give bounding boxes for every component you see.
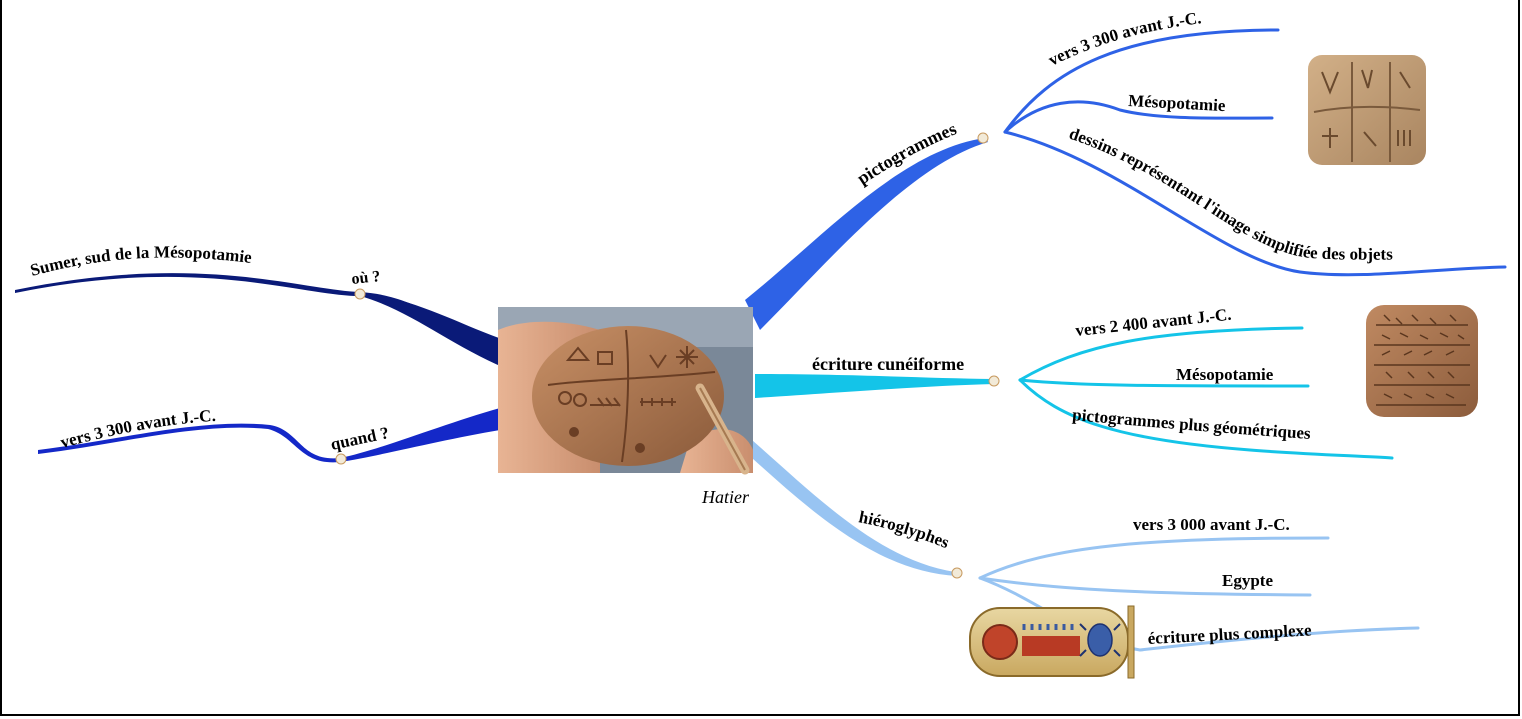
cuneiforme-label[interactable]: écriture cunéiforme: [812, 354, 964, 374]
cune-pictogrammes-plus-label[interactable]: pictogrammes plus géométriques: [1072, 405, 1312, 443]
pictogrammes-sub-branches: [1003, 28, 1507, 277]
hiero-egypte-label[interactable]: Egypte: [1222, 571, 1273, 590]
picto-vers-3300-label[interactable]: vers 3 300 avant J.-C.: [1045, 8, 1202, 69]
quand-branch: [38, 408, 500, 463]
cune-vers-2400-label[interactable]: vers 2 400 avant J.-C.: [1074, 305, 1232, 340]
pictogrammes-node-dot[interactable]: [977, 132, 989, 144]
central-image: [498, 307, 753, 475]
hieroglyphes-node-dot[interactable]: [951, 567, 963, 579]
ou-branch-trunk: [360, 292, 505, 368]
ou-label[interactable]: où ?: [351, 268, 382, 288]
hiero-vers-3000-label[interactable]: vers 3 000 avant J.-C.: [1133, 515, 1290, 534]
hiero-ecriture-label[interactable]: écriture plus complexe: [1147, 620, 1312, 648]
cuneiform-tablet-image: [1366, 305, 1478, 417]
pictogrammes-branch: [745, 138, 988, 330]
hieroglyphes-branch: [752, 440, 957, 576]
pictographic-tablet-image: [1308, 55, 1426, 165]
cune-mesopotamie-label[interactable]: Mésopotamie: [1176, 365, 1274, 384]
quand-node-dot[interactable]: [335, 453, 347, 465]
ou-node-dot[interactable]: [354, 288, 366, 300]
cuneiforme-node-dot[interactable]: [988, 375, 1000, 387]
picto-mesopotamie-label[interactable]: Mésopotamie: [1128, 91, 1227, 115]
central-image-caption: Hatier: [701, 487, 750, 507]
cuneiforme-branch: [755, 374, 995, 398]
cuneiforme-sub-branches: [1018, 326, 1394, 460]
hieroglyphes-sub-branches: [978, 536, 1420, 652]
egyptian-cartouche-image: [969, 605, 1135, 679]
